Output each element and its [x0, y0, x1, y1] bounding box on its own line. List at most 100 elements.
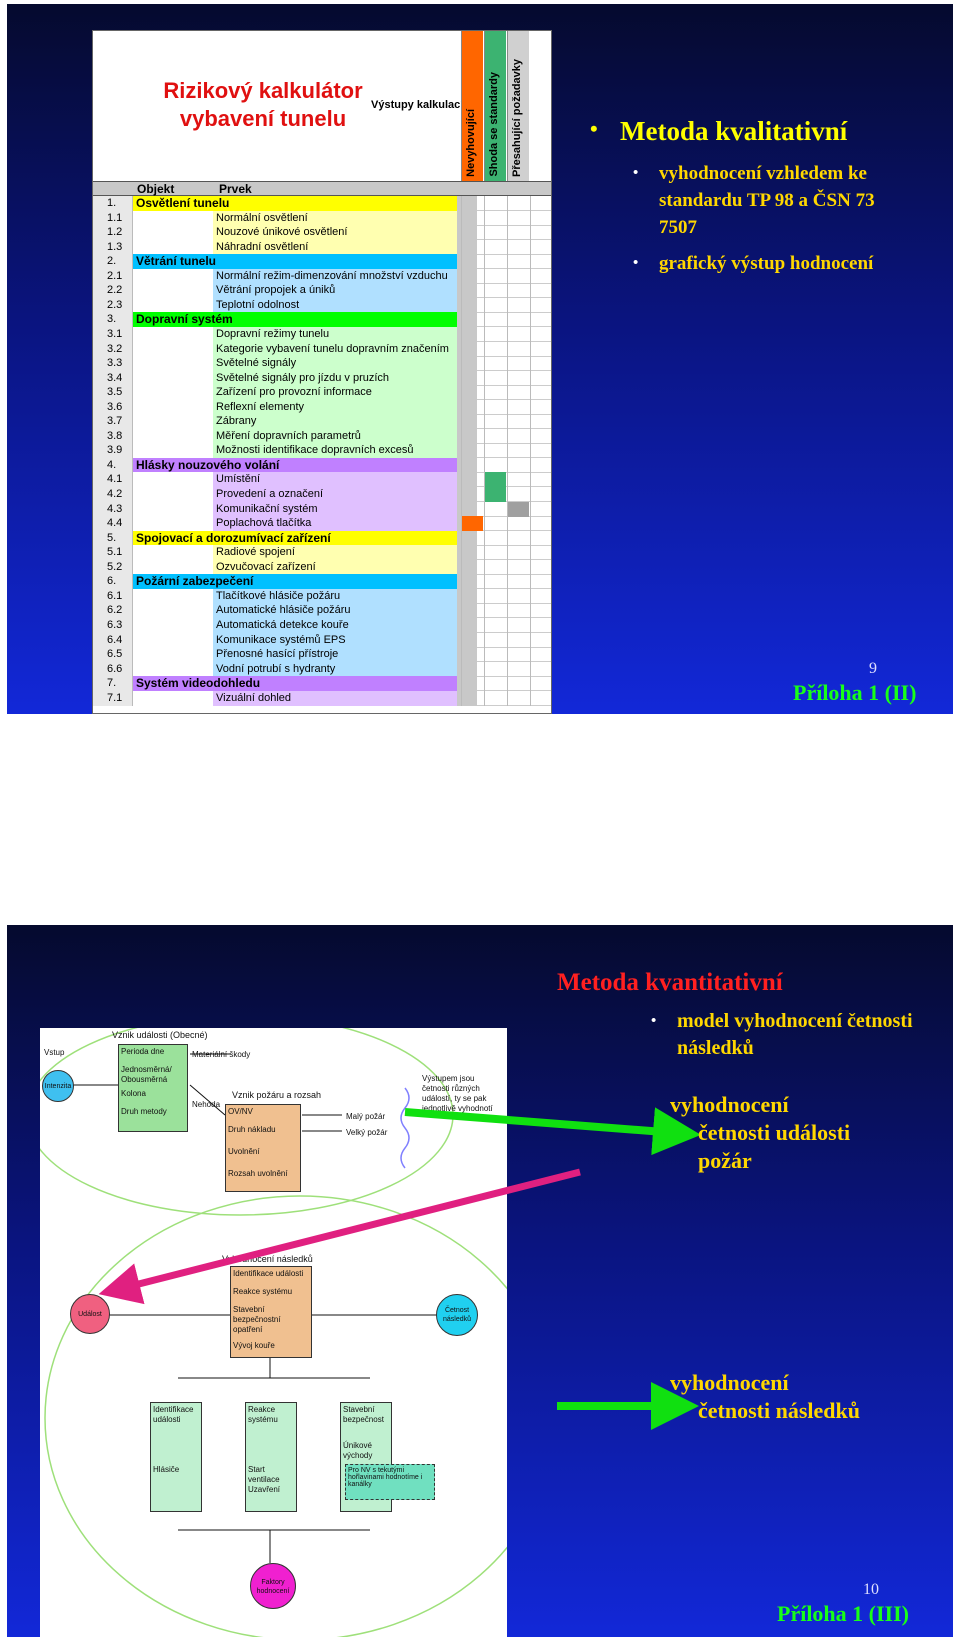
row-label: Větrání tunelu: [133, 254, 457, 270]
row-label: Teplotní odolnost: [213, 297, 457, 313]
result-cell: [507, 676, 529, 692]
box-identification: Identifikace události Hlásiče: [150, 1402, 202, 1512]
result-cell: [530, 530, 551, 546]
slide2-arrows: [98, 1107, 701, 1430]
result-cell: [530, 370, 551, 386]
row-grey: [457, 385, 477, 401]
sheet-row: 4.2 Provedení a označení: [93, 487, 551, 502]
row-label: Komunikace systémů EPS: [213, 632, 457, 648]
row-label: Spojovací a dorozumívací zařízení: [133, 530, 457, 546]
row-grey: [457, 472, 477, 488]
row-blank: [133, 239, 213, 255]
result-cell: [484, 487, 506, 502]
bullet-standard: •vyhodnocení vzhledem ke standardu TP 98…: [633, 163, 875, 238]
row-number: 6.6: [93, 661, 133, 677]
row-number: 1.3: [93, 239, 133, 255]
row-grey: [457, 647, 477, 663]
row-grey: [457, 545, 477, 561]
result-cell: [507, 414, 529, 430]
result-cell: [461, 239, 483, 255]
appendix-label: Příloha 1 (II): [793, 680, 917, 705]
sheet-row: 7.Systém videodohledu: [93, 676, 551, 692]
result-cell: [507, 326, 529, 342]
row-label: Kategorie vybavení tunelu dopravním znač…: [213, 341, 457, 357]
result-cell: [461, 297, 483, 313]
output-col-exceed: Přesahující požadavky: [507, 31, 529, 181]
row-number: 2.2: [93, 283, 133, 299]
row-blank: [133, 428, 213, 444]
row-label: Vizuální dohled: [213, 690, 457, 706]
row-label: Radiové spojení: [213, 545, 457, 561]
row-number: 4.2: [93, 487, 133, 502]
result-cell: [484, 428, 506, 444]
result-cell: [484, 603, 506, 619]
result-cell: [484, 356, 506, 372]
result-cell: [530, 559, 551, 575]
result-cell: [461, 254, 483, 270]
row-label: Normální osvětlení: [213, 210, 457, 226]
result-cell: [461, 428, 483, 444]
row-grey: [457, 341, 477, 357]
col-object: Objekt: [137, 182, 175, 196]
row-label: Měření dopravních parametrů: [213, 428, 457, 444]
row-blank: [133, 632, 213, 648]
result-cell: [507, 443, 529, 459]
result-cell: [530, 385, 551, 401]
result-cell: [461, 501, 483, 517]
row-number: 3.8: [93, 428, 133, 444]
row-number: 4.1: [93, 472, 133, 488]
result-cell: [461, 617, 483, 633]
result-cell: [507, 385, 529, 401]
row-blank: [133, 443, 213, 459]
bullet-model: •model vyhodnocení četnosti následků: [651, 1010, 913, 1059]
row-number: 3.7: [93, 414, 133, 430]
arrow-event: [404, 1107, 701, 1156]
row-grey: [457, 196, 477, 211]
result-cell: [461, 356, 483, 372]
sheet-row: 2.Větrání tunelu: [93, 254, 551, 270]
sheet-title: Rizikový kalkulátor vybavení tunelu: [163, 78, 363, 131]
box-accident-factors: Perioda dne Jednosměrná/ Obousměrná Kolo…: [118, 1044, 188, 1132]
row-label: Náhradní osvětlení: [213, 239, 457, 255]
result-cell: [530, 283, 551, 299]
row-grey: [457, 457, 477, 473]
result-cell: [484, 661, 506, 677]
row-blank: [133, 559, 213, 575]
row-blank: [133, 414, 213, 430]
result-cell: [484, 617, 506, 633]
result-cell: [484, 676, 506, 692]
result-cell: [507, 516, 529, 532]
result-cell: [507, 196, 529, 211]
result-cell: [507, 283, 529, 299]
diag-material: Materiální škody: [192, 1050, 251, 1059]
row-grey: [457, 370, 477, 386]
result-cell: [507, 530, 529, 546]
row-label: Zábrany: [213, 414, 457, 430]
row-number: 1.: [93, 196, 133, 211]
result-cell: [507, 210, 529, 226]
row-blank: [133, 588, 213, 604]
result-cell: [507, 239, 529, 255]
result-cell: [461, 283, 483, 299]
result-cell: [461, 487, 483, 502]
row-label: Nouzové únikové osvětlení: [213, 225, 457, 241]
result-cell: [461, 545, 483, 561]
result-cell: [507, 297, 529, 313]
diag-big-fire: Velký požár: [346, 1128, 388, 1137]
row-blank: [133, 516, 213, 532]
row-label: Ozvučovací zařízení: [213, 559, 457, 575]
result-cell: [507, 370, 529, 386]
row-grey: [457, 603, 477, 619]
result-cell: [507, 487, 529, 502]
result-cell: [461, 225, 483, 241]
row-label: Provedení a označení: [213, 487, 457, 502]
row-grey: [457, 632, 477, 648]
result-cell: [461, 210, 483, 226]
